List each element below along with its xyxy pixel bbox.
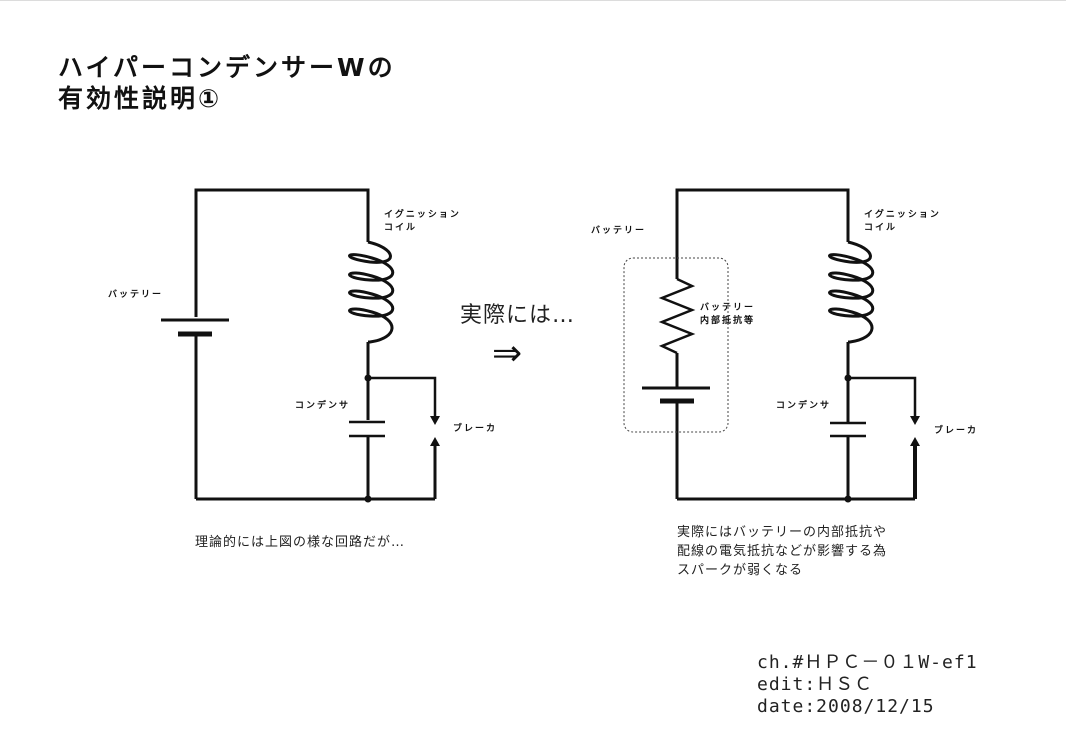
left-battery-label: バッテリー xyxy=(108,290,164,300)
left-junction-top xyxy=(364,374,372,382)
right-coil-label: イグニッション コイル xyxy=(864,209,941,235)
right-condenser-label: コンデンサ xyxy=(776,401,832,411)
left-wire-top xyxy=(194,188,370,317)
left-coil-label-line-1: イグニッション xyxy=(384,210,461,220)
footer-date: date:2008/12/15 xyxy=(757,696,935,717)
right-breaker-arrow-up xyxy=(910,437,920,446)
left-breaker-arrow-up xyxy=(430,437,440,446)
left-coil-label-line-2: コイル xyxy=(384,223,418,233)
right-breaker-upper-wire xyxy=(848,376,917,420)
left-circuit xyxy=(161,188,437,503)
transition-arrow-icon: ⇒ xyxy=(492,333,523,374)
internal-resistance-label-line-1: バッテリー xyxy=(700,303,756,313)
internal-resistance-label-line-2: 内部抵抗等 xyxy=(700,316,756,326)
transition-text: 実際には… xyxy=(460,303,576,328)
left-caption: 理論的には上図の様な回路だが… xyxy=(195,535,406,550)
left-breaker-label: ブレーカ xyxy=(453,424,498,434)
left-coil-label: イグニッション コイル xyxy=(384,209,461,235)
left-ignition-coil xyxy=(348,240,395,344)
right-caption-line-3: スパークが弱くなる xyxy=(677,563,804,578)
right-wire-top xyxy=(675,188,850,279)
left-breaker-upper-wire xyxy=(368,376,437,420)
right-battery-label: バッテリー xyxy=(591,226,647,236)
right-circuit xyxy=(642,188,917,503)
right-caption-line-1: 実際にはバッテリーの内部抵抗や xyxy=(677,525,888,540)
right-breaker-label: ブレーカ xyxy=(934,426,979,436)
right-breaker-arrow-down xyxy=(910,416,920,425)
internal-resistance-dashed-box xyxy=(623,257,729,433)
right-junction-top xyxy=(844,374,852,382)
footer-chapter: ch.#ＨＰＣ－０１W-ef1 xyxy=(757,652,978,673)
right-internal-resistor xyxy=(658,277,696,355)
left-breaker-arrow-down xyxy=(430,416,440,425)
right-ignition-coil xyxy=(828,240,875,344)
right-coil-label-line-2: コイル xyxy=(864,223,898,233)
title-line-1: ハイパーコンデンサーWの xyxy=(58,53,396,82)
right-caption: 実際にはバッテリーの内部抵抗や 配線の電気抵抗などが影響する為 スパークが弱くな… xyxy=(677,523,887,580)
left-junction-bottom xyxy=(364,495,372,503)
left-condenser-label: コンデンサ xyxy=(295,401,351,411)
right-junction-bottom xyxy=(844,495,852,503)
page-title: ハイパーコンデンサーWの 有効性説明① xyxy=(58,52,396,114)
title-line-2: 有効性説明① xyxy=(58,84,223,113)
top-border xyxy=(0,0,1066,1)
internal-resistance-label: バッテリー 内部抵抗等 xyxy=(700,302,755,328)
footer-editor: edit:ＨＳＣ xyxy=(757,674,874,695)
document-footer: ch.#ＨＰＣ－０１W-ef1 edit:ＨＳＣ date:2008/12/15 xyxy=(757,652,978,718)
right-coil-label-line-1: イグニッション xyxy=(864,210,941,220)
right-caption-line-2: 配線の電気抵抗などが影響する為 xyxy=(677,544,888,559)
